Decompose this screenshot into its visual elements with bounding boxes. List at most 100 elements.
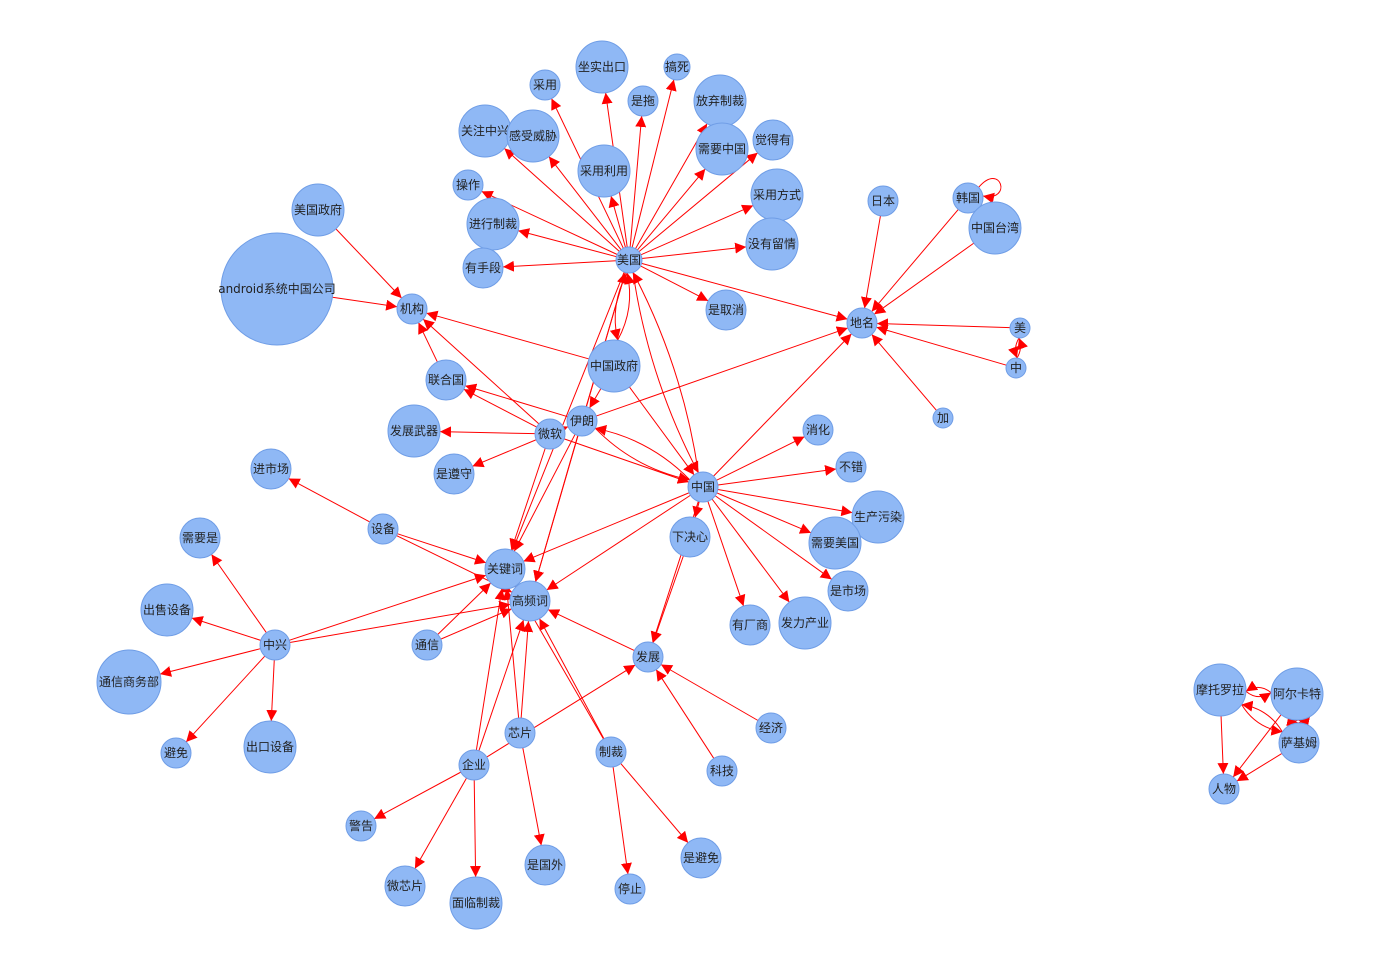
node-circle[interactable] <box>827 570 869 612</box>
node-e4b88be586b3e5bf83[interactable]: 下决心 <box>669 516 711 558</box>
node-circle[interactable] <box>250 448 292 490</box>
node-e7bb8fe6b58e[interactable]: 经济 <box>755 712 787 744</box>
node-androide7b3bbe7bb9fe4b8ade59bbde585ace58fb8[interactable]: android系统中国公司 <box>218 232 336 346</box>
node-e99c80e8a681e7be8ee59bbd[interactable]: 需要美国 <box>808 516 862 570</box>
node-circle[interactable] <box>509 580 551 622</box>
node-circle[interactable] <box>529 69 561 101</box>
node-e4b8ad[interactable]: 中 <box>1005 357 1027 379</box>
node-circle[interactable] <box>680 837 722 879</box>
node-circle[interactable] <box>411 629 443 661</box>
node-circle[interactable] <box>462 247 504 289</box>
node-e5819ce6ada2[interactable]: 停止 <box>614 873 646 905</box>
node-circle[interactable] <box>577 144 631 198</box>
node-e8ada6e5918a[interactable]: 警告 <box>345 810 377 842</box>
node-e890a8e59fbae5a786[interactable]: 萨基姆 <box>1278 722 1320 764</box>
node-circle[interactable] <box>433 453 475 495</box>
node-e698afe58f96e6b688[interactable]: 是取消 <box>705 289 747 331</box>
node-e981bfe5858d[interactable]: 避免 <box>160 737 192 769</box>
node-e69c89e58e82e59586[interactable]: 有厂商 <box>729 604 771 646</box>
node-e8a789e5be97e69c89[interactable]: 觉得有 <box>752 119 794 161</box>
node-circle[interactable] <box>291 183 345 237</box>
node-circle[interactable] <box>755 712 787 744</box>
node-circle[interactable] <box>506 109 560 163</box>
node-e4bc8ae69c97[interactable]: 伊朗 <box>566 405 598 437</box>
node-e588b6e8a381[interactable]: 制裁 <box>595 736 627 768</box>
node-circle[interactable] <box>745 217 799 271</box>
node-e58f91e5b195e6ada6e599a8[interactable]: 发展武器 <box>387 404 441 458</box>
node-circle[interactable] <box>345 810 377 842</box>
node-circle[interactable] <box>259 629 291 661</box>
node-e8bf9be8a18ce588b6e8a381[interactable]: 进行制裁 <box>466 197 520 251</box>
node-e99c80e8a681e698af[interactable]: 需要是 <box>179 517 221 559</box>
node-e5beaee88aafe78987[interactable]: 微芯片 <box>384 865 426 907</box>
node-circle[interactable] <box>614 873 646 905</box>
node-circle[interactable] <box>1278 722 1320 764</box>
node-e69c89e6898be6aeb5[interactable]: 有手段 <box>462 247 504 289</box>
node-circle[interactable] <box>466 197 520 251</box>
node-e587bae594aee8aebee5a487[interactable]: 出售设备 <box>140 583 194 637</box>
node-circle[interactable] <box>729 604 771 646</box>
node-circle[interactable] <box>778 596 832 650</box>
node-e58aa0[interactable]: 加 <box>932 407 954 429</box>
node-circle[interactable] <box>220 232 334 346</box>
node-e59d90e5ae9ee587bae58fa3[interactable]: 坐实出口 <box>575 40 629 94</box>
node-e7a791e68a80[interactable]: 科技 <box>706 755 738 787</box>
node-circle[interactable] <box>595 736 627 768</box>
node-circle[interactable] <box>846 307 878 339</box>
node-e4babae789a9[interactable]: 人物 <box>1208 773 1240 805</box>
node-e4b8ade59bbde694bfe5ba9c[interactable]: 中国政府 <box>587 339 641 393</box>
node-e98787e794a8e588a9e794a8[interactable]: 采用利用 <box>577 144 631 198</box>
node-circle[interactable] <box>968 201 1022 255</box>
node-circle[interactable] <box>615 246 643 274</box>
node-e694bee5bc83e588b6e8a381[interactable]: 放弃制裁 <box>693 74 747 128</box>
node-circle[interactable] <box>808 516 862 570</box>
node-e7be8ee59bbd[interactable]: 美国 <box>615 246 643 274</box>
node-circle[interactable] <box>367 513 399 545</box>
node-circle[interactable] <box>140 583 194 637</box>
node-circle[interactable] <box>566 405 598 437</box>
node-circle[interactable] <box>752 119 794 161</box>
node-e7be8e[interactable]: 美 <box>1009 317 1031 339</box>
node-circle[interactable] <box>1009 317 1031 339</box>
node-e4b8ade59bbd[interactable]: 中国 <box>687 471 719 503</box>
node-e4b88de99499[interactable]: 不错 <box>835 451 867 483</box>
node-circle[interactable] <box>706 755 738 787</box>
node-e697a5e69cac[interactable]: 日本 <box>867 185 899 217</box>
node-circle[interactable] <box>687 471 719 503</box>
node-e99c80e8a681e4b8ade59bbd[interactable]: 需要中国 <box>695 122 749 176</box>
node-e998bfe5b094e58da1e789b9[interactable]: 阿尔卡特 <box>1270 667 1324 721</box>
node-circle[interactable] <box>952 182 984 214</box>
node-circle[interactable] <box>1208 773 1240 805</box>
node-circle[interactable] <box>449 876 503 930</box>
node-e9ab98e9a291e8af8d[interactable]: 高频词 <box>509 580 551 622</box>
node-e99fa9e59bbd[interactable]: 韩国 <box>952 182 984 214</box>
node-e4bc81e4b89a[interactable]: 企业 <box>458 749 490 781</box>
node-e9809ae4bfa1[interactable]: 通信 <box>411 629 443 661</box>
node-circle[interactable] <box>867 185 899 217</box>
node-circle[interactable] <box>160 737 192 769</box>
node-circle[interactable] <box>243 720 297 774</box>
node-e88aafe78987[interactable]: 芯片 <box>504 717 536 749</box>
node-circle[interactable] <box>396 293 428 325</box>
node-e698afe68b96[interactable]: 是拖 <box>627 85 659 117</box>
node-e88194e59088e59bbd[interactable]: 联合国 <box>425 359 467 401</box>
node-circle[interactable] <box>575 40 629 94</box>
node-circle[interactable] <box>669 516 711 558</box>
node-circle[interactable] <box>458 749 490 781</box>
node-e698afe981b5e5ae88[interactable]: 是遵守 <box>433 453 475 495</box>
node-circle[interactable] <box>695 122 749 176</box>
node-circle[interactable] <box>524 844 566 886</box>
node-e99da2e4b8b4e588b6e8a381[interactable]: 面临制裁 <box>449 876 503 930</box>
node-e7949fe4baa7e6b1a1e69f93[interactable]: 生产污染 <box>851 490 905 544</box>
node-circle[interactable] <box>425 359 467 401</box>
node-circle[interactable] <box>452 169 484 201</box>
node-e698afe59bbde5a496[interactable]: 是国外 <box>524 844 566 886</box>
node-e8bf9be5b882e59cba[interactable]: 进市场 <box>250 448 292 490</box>
node-circle[interactable] <box>835 451 867 483</box>
node-e59cb0e5908d[interactable]: 地名 <box>846 307 878 339</box>
node-circle[interactable] <box>96 649 162 715</box>
node-e698afe981bfe5858d[interactable]: 是避免 <box>680 837 722 879</box>
node-circle[interactable] <box>1005 357 1027 379</box>
node-circle[interactable] <box>802 414 834 446</box>
node-e4b8ade585b4[interactable]: 中兴 <box>259 629 291 661</box>
